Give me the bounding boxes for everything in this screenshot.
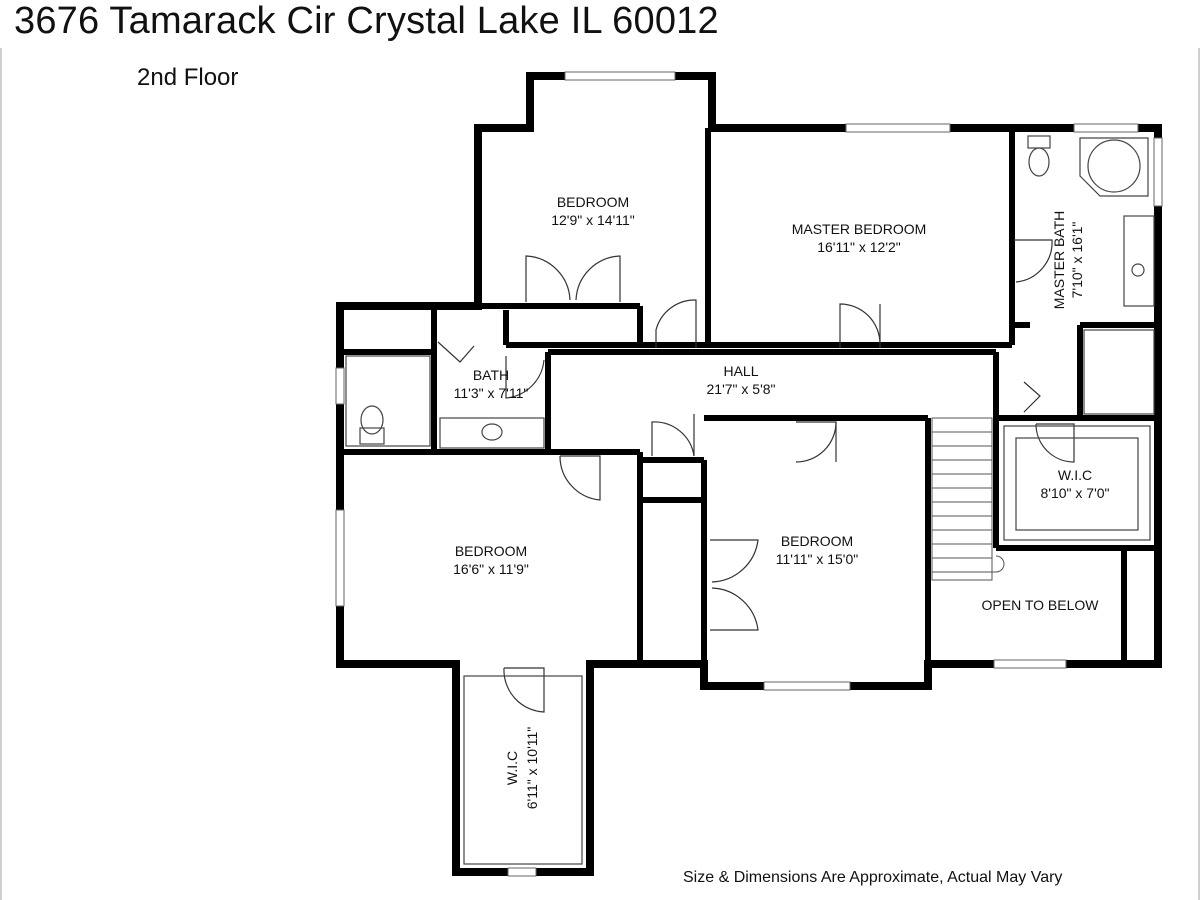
- sink-icon-bath: [439, 417, 545, 449]
- room-dims-bedroom-center: 11'11" x 15'0": [776, 551, 859, 567]
- stairs: [931, 417, 1005, 581]
- room-name-bath: BATH: [473, 367, 509, 383]
- sink-icon: [1123, 215, 1155, 307]
- room-name-bedroom-left: BEDROOM: [455, 543, 527, 559]
- room-name-wic-right: W.I.C: [1058, 467, 1092, 483]
- doors: [437, 239, 1075, 713]
- room-name-hall: HALL: [723, 363, 758, 379]
- room-name-bedroom-center: BEDROOM: [781, 533, 853, 549]
- windows: [335, 71, 1163, 877]
- room-name-bedroom-top: BEDROOM: [557, 194, 629, 210]
- room-dims-master-bath: 7'10" x 16'1": [1069, 222, 1085, 299]
- floor-label: 2nd Floor: [137, 64, 239, 91]
- room-dims-bedroom-top: 12'9" x 14'11": [551, 212, 635, 228]
- toilet-icon-bath: [359, 427, 385, 445]
- fixtures: [345, 135, 1155, 865]
- interior-walls: [340, 128, 1158, 686]
- room-name-master-bedroom: MASTER BEDROOM: [792, 221, 927, 237]
- exterior-walls: [336, 72, 1162, 876]
- room-dims-bath: 11'3" x 7'11": [454, 385, 529, 401]
- toilet-icon: [1027, 135, 1051, 149]
- room-dims-bedroom-left: 16'6" x 11'9": [453, 561, 529, 577]
- bathtub-icon: [1079, 137, 1149, 197]
- room-dims-hall: 21'7" x 5'8": [707, 381, 776, 397]
- room-dims-wic-right: 8'10" x 7'0": [1041, 485, 1110, 501]
- room-dims-master-bedroom: 16'11" x 12'2": [817, 239, 901, 255]
- room-dims-wic-bottom: 6'11" x 10'11": [524, 727, 540, 810]
- room-name-open-to-below: OPEN TO BELOW: [982, 597, 1100, 613]
- room-name-master-bath: MASTER BATH: [1051, 211, 1067, 310]
- room-name-wic-bottom: W.I.C: [504, 751, 520, 785]
- property-address: 3676 Tamarack Cir Crystal Lake IL 60012: [14, 0, 719, 42]
- room-labels: BEDROOM 12'9" x 14'11" MASTER BEDROOM 16…: [453, 194, 1109, 809]
- disclaimer-text: Size & Dimensions Are Approximate, Actua…: [683, 869, 1063, 886]
